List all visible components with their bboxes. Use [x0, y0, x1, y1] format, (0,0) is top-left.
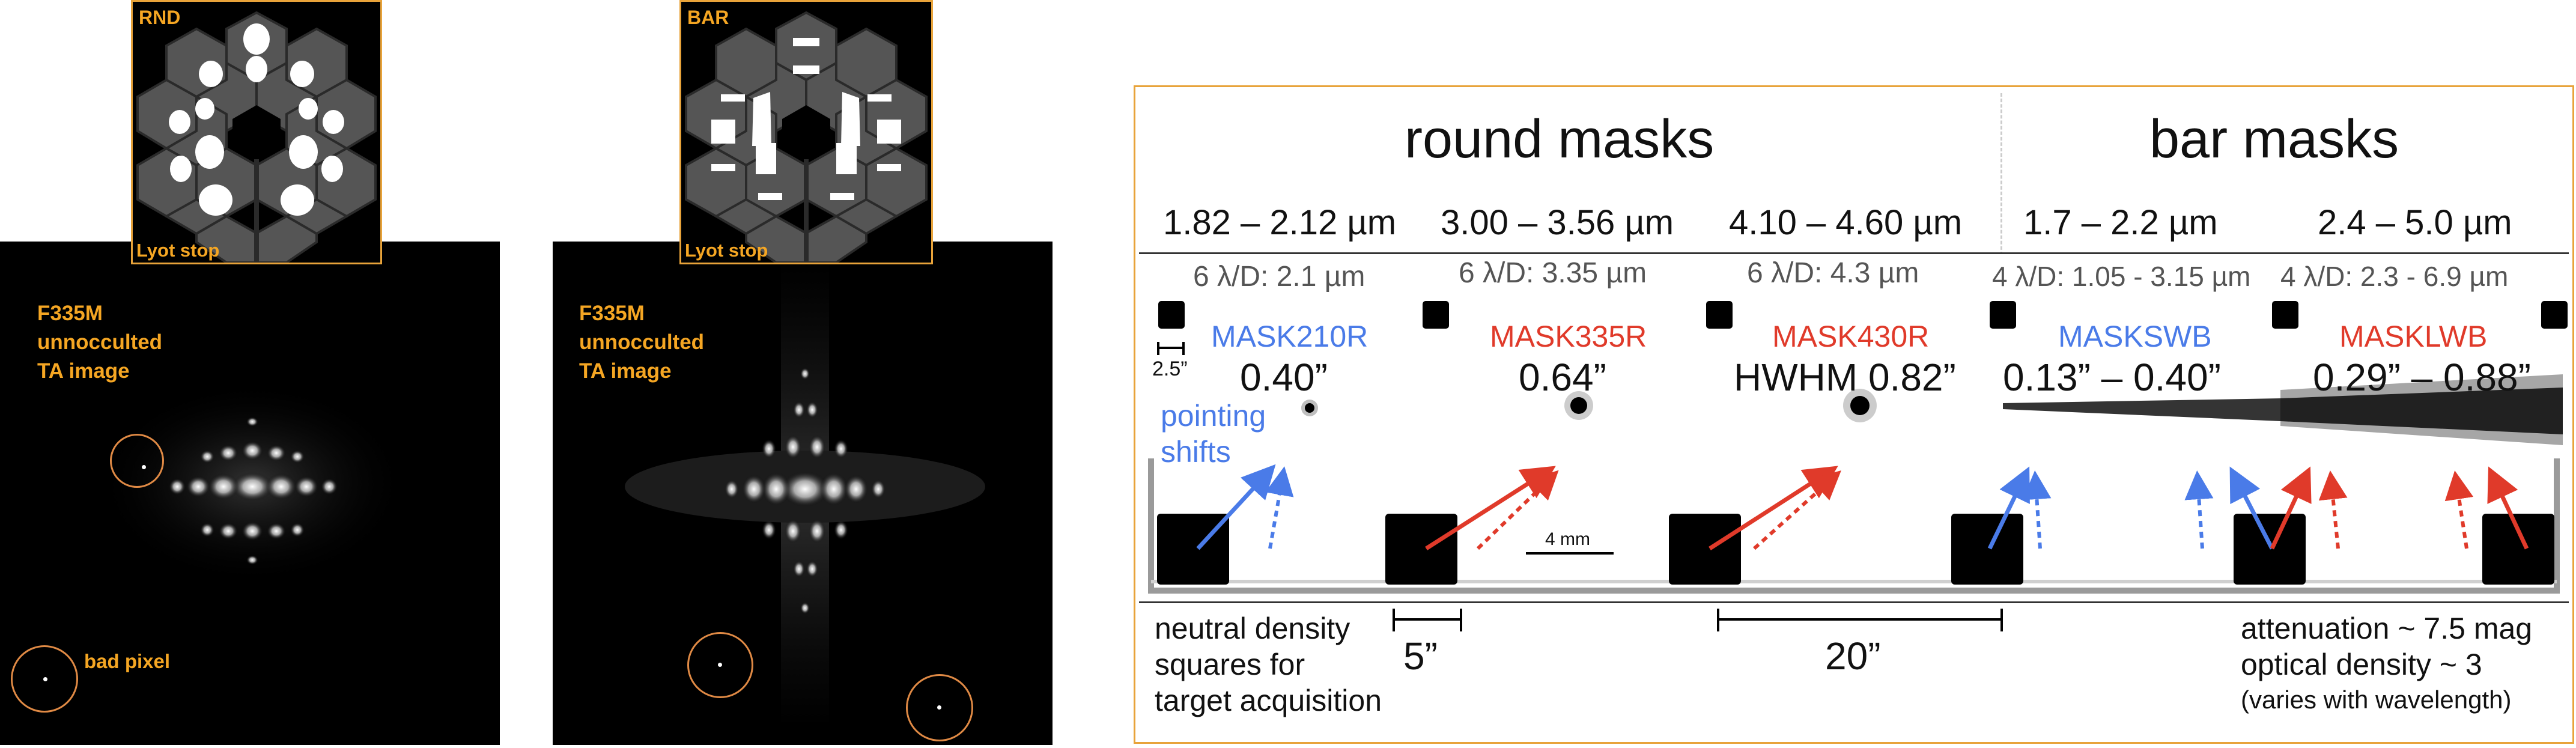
rnd-lyot-title: RND [139, 7, 181, 28]
optical-density-label: optical density ~ 3 [2241, 648, 2482, 681]
mask-name-mask335r: MASK335R [1490, 320, 1647, 353]
hwhm-mask430r: HWHM 0.82” [1734, 356, 1956, 399]
bar-lyot-title: BAR [687, 7, 729, 28]
wavelength-range-mask335r: 3.00 – 3.56 µm [1441, 203, 1674, 242]
bar-masks-heading: bar masks [2149, 109, 2399, 169]
wavelength-range-masklwb: 2.4 – 5.0 µm [2318, 203, 2512, 242]
rnd-star-dot [142, 465, 146, 469]
nd-squares-label-3: target acquisition [1155, 684, 1382, 717]
lambda-d-mask430r: 6 λ/D: 4.3 µm [1747, 257, 1919, 289]
bar-bad-pixel-dot-right [937, 705, 941, 710]
rnd-ta-image: bad pixel F335M unnocculted TA image [0, 242, 500, 745]
nd-squares-label-1: neutral density [1155, 612, 1350, 645]
scale-5-bar [1393, 609, 1462, 631]
hwhm-maskswb: 0.13” – 0.40” [2003, 356, 2221, 399]
rnd-unocculted-label: unnocculted [37, 330, 163, 354]
mask-name-masklwb: MASKLWB [2339, 320, 2488, 353]
bar-lyot-stop: BAR Lyot stop [679, 0, 933, 264]
bar-ta-image-label: TA image [579, 359, 672, 383]
small-scale-label: 2.5” [1152, 357, 1188, 380]
scale-20-bar [1717, 609, 2003, 631]
lambda-d-mask335r: 6 λ/D: 3.35 µm [1459, 257, 1647, 289]
mask-name-mask430r: MASK430R [1772, 320, 1930, 353]
hwhm-masklwb: 0.29” – 0.88” [2313, 356, 2531, 399]
round-masks-heading: round masks [1405, 109, 1715, 169]
nd-squares-label-2: squares for [1155, 648, 1305, 681]
rnd-lyot-stop: RND Lyot stop [131, 0, 382, 264]
pointing-arrows [1196, 464, 2529, 550]
lambda-d-maskswb: 4 λ/D: 1.05 - 3.15 µm [1992, 261, 2251, 292]
bar-ta-image: F335M unnocculted TA image [553, 242, 1053, 745]
bar-filter-label: F335M [579, 302, 645, 325]
small-scale-bar [1157, 342, 1185, 355]
scale-5-label: 5” [1403, 634, 1438, 678]
rnd-psf-image [96, 381, 409, 585]
bar-bad-pixel-circle-left [687, 632, 753, 698]
wavelength-range-mask210r: 1.82 – 2.12 µm [1163, 203, 1397, 242]
wavelength-range-maskswb: 1.7 – 2.2 µm [2023, 203, 2218, 242]
occulter-strip: 6 λ/D: 2.1 µm 6 λ/D: 3.35 µm 6 λ/D: 4.3 … [1139, 252, 2569, 603]
bar-psf-image [625, 260, 985, 728]
bar-lyot-pupil [685, 11, 928, 263]
mask-name-mask210r: MASK210R [1211, 320, 1368, 353]
scale-4mm-label: 4 mm [1545, 529, 1590, 549]
rnd-lyot-caption: Lyot stop [136, 240, 220, 261]
scale-20-label: 20” [1825, 634, 1881, 678]
mask-name-maskswb: MASKSWB [2058, 320, 2212, 353]
hwhm-mask210r: 0.40” [1240, 356, 1328, 399]
rnd-star-circle [110, 434, 164, 488]
hwhm-mask335r: 0.64” [1519, 356, 1606, 399]
attenuation-note: (varies with wavelength) [2241, 686, 2512, 714]
pointing-shifts-label-2: shifts [1161, 435, 1231, 469]
rnd-filter-label: F335M [37, 302, 103, 325]
rnd-bad-pixel-dot [43, 677, 47, 681]
mask-diagram: round masks bar masks 1.82 – 2.12 µm 3.0… [1134, 85, 2574, 744]
attenuation-label: attenuation ~ 7.5 mag [2241, 612, 2533, 645]
rnd-bad-pixel-label: bad pixel [84, 650, 171, 672]
lambda-d-mask210r: 6 λ/D: 2.1 µm [1193, 261, 1365, 293]
bar-bad-pixel-circle-right [906, 674, 973, 741]
wavelength-range-mask430r: 4.10 – 4.60 µm [1729, 203, 1963, 242]
rnd-ta-image-label: TA image [37, 359, 130, 383]
bar-unocculted-label: unnocculted [579, 330, 705, 354]
round-bar-divider [2000, 93, 2002, 255]
lambda-d-masklwb: 4 λ/D: 2.3 - 6.9 µm [2280, 261, 2509, 292]
bar-bad-pixel-dot-left [718, 663, 722, 667]
occulter-strip-graphic [1148, 301, 2568, 594]
bar-lyot-caption: Lyot stop [685, 240, 768, 261]
pointing-shifts-label-1: pointing [1161, 399, 1266, 433]
rnd-bad-pixel-circle [11, 645, 78, 713]
rnd-lyot-pupil [136, 11, 377, 263]
